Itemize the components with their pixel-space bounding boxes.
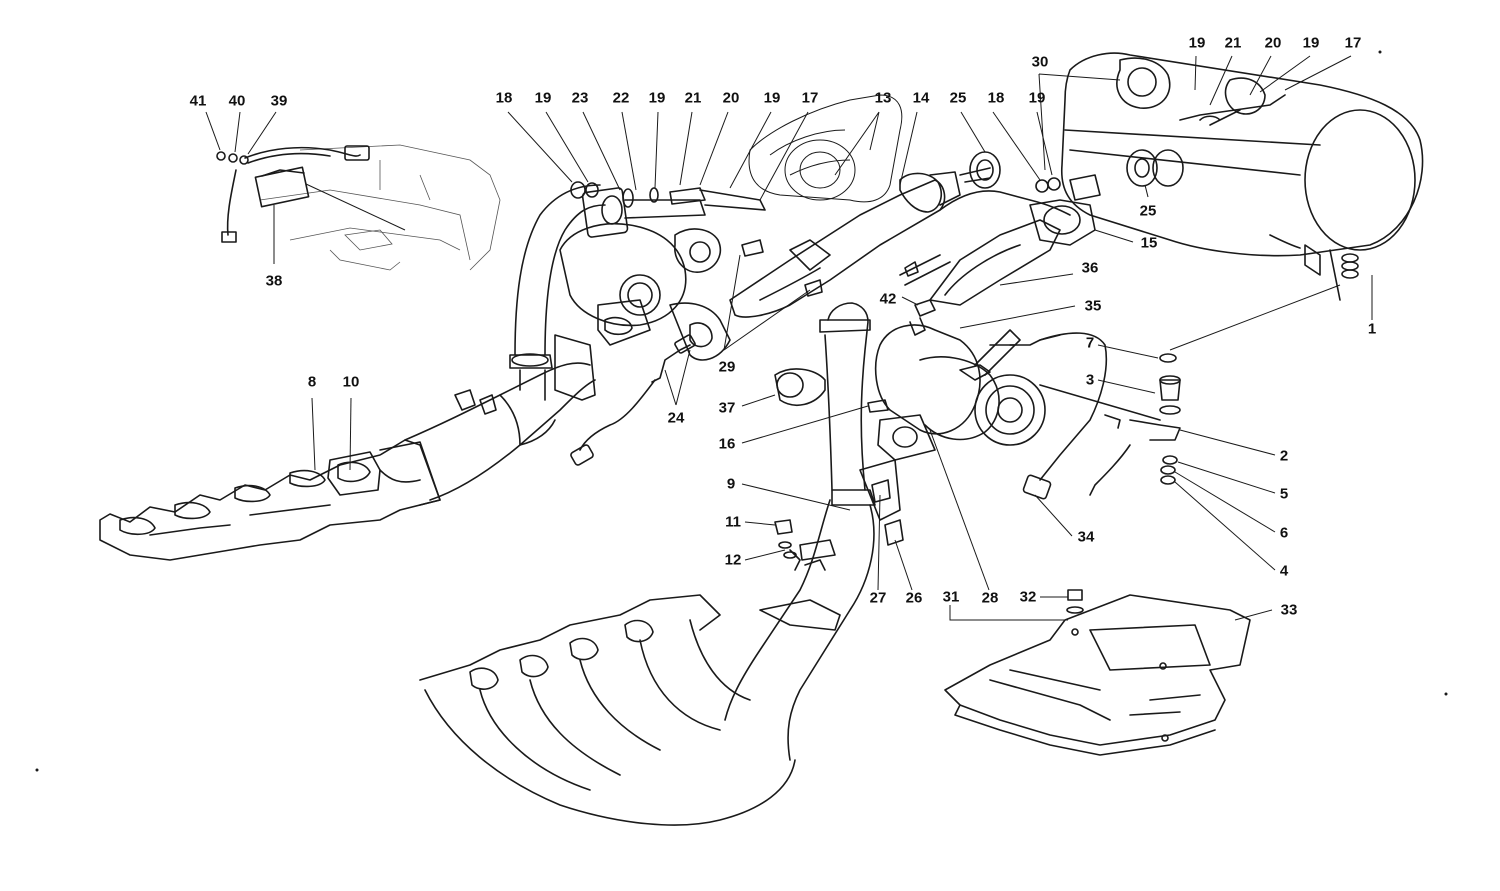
callout-23: 23 [571,89,589,107]
callout-18-right: 18 [987,89,1005,107]
callout-30: 30 [1031,53,1049,71]
callout-12: 12 [724,551,742,569]
callout-37: 37 [718,399,736,417]
callout-41: 41 [189,92,207,110]
left-exhaust-manifold [99,362,596,561]
callout-25-lower: 25 [1139,202,1157,220]
rear-muffler [1060,52,1424,301]
callout-10: 10 [342,373,360,391]
callout-19-right-c: 19 [1302,34,1320,52]
callout-6: 6 [1279,524,1289,542]
callout-27: 27 [869,589,887,607]
callout-31: 31 [942,588,960,606]
callout-11: 11 [725,513,741,531]
callout-21-right: 21 [1224,34,1242,52]
callout-19-left-a: 19 [534,89,552,107]
callout-20-left: 20 [722,89,740,107]
callout-4: 4 [1279,562,1289,580]
callout-32: 32 [1019,588,1037,606]
callout-28: 28 [981,589,999,607]
callout-29: 29 [718,358,736,376]
callout-1: 1 [1367,320,1377,338]
callout-19-right-a: 19 [1028,89,1046,107]
inset-sensor-bracket [216,144,501,271]
callout-40: 40 [228,92,246,110]
callout-20-right: 20 [1264,34,1282,52]
callout-26: 26 [905,589,923,607]
callout-16: 16 [718,435,736,453]
right-turbocharger [874,324,1046,461]
left-turbocharger [559,187,731,361]
callout-42: 42 [879,290,897,308]
callout-36: 36 [1081,259,1099,277]
right-downpipe-manifold [419,302,901,826]
callout-5: 5 [1279,485,1289,503]
callout-8: 8 [307,373,317,391]
callout-9: 9 [726,475,736,493]
callout-17-right: 17 [1344,34,1362,52]
callout-24: 24 [667,409,685,427]
callout-2: 2 [1279,447,1289,465]
callout-7: 7 [1085,334,1095,352]
callout-22: 22 [612,89,630,107]
callout-21-left: 21 [684,89,702,107]
callout-3: 3 [1085,371,1095,389]
callout-15: 15 [1140,234,1158,252]
callout-13: 13 [874,89,892,107]
callout-34: 34 [1077,528,1095,546]
callout-19-left-c: 19 [763,89,781,107]
callout-14: 14 [912,89,930,107]
left-downpipe [509,184,606,401]
heat-shield [944,594,1251,756]
callout-35: 35 [1084,297,1102,315]
leader-lines [205,55,1373,621]
callout-19-right-b: 19 [1188,34,1206,52]
callout-17-left: 17 [801,89,819,107]
callout-39: 39 [270,92,288,110]
callout-19-left-b: 19 [648,89,666,107]
callout-38: 38 [265,272,283,290]
callout-33: 33 [1280,601,1298,619]
callout-18-left: 18 [495,89,513,107]
catalytic-converters [729,94,1096,318]
callout-25-upper: 25 [949,89,967,107]
fasteners-and-sensors [570,239,1181,614]
gaskets-upper [570,149,1184,211]
